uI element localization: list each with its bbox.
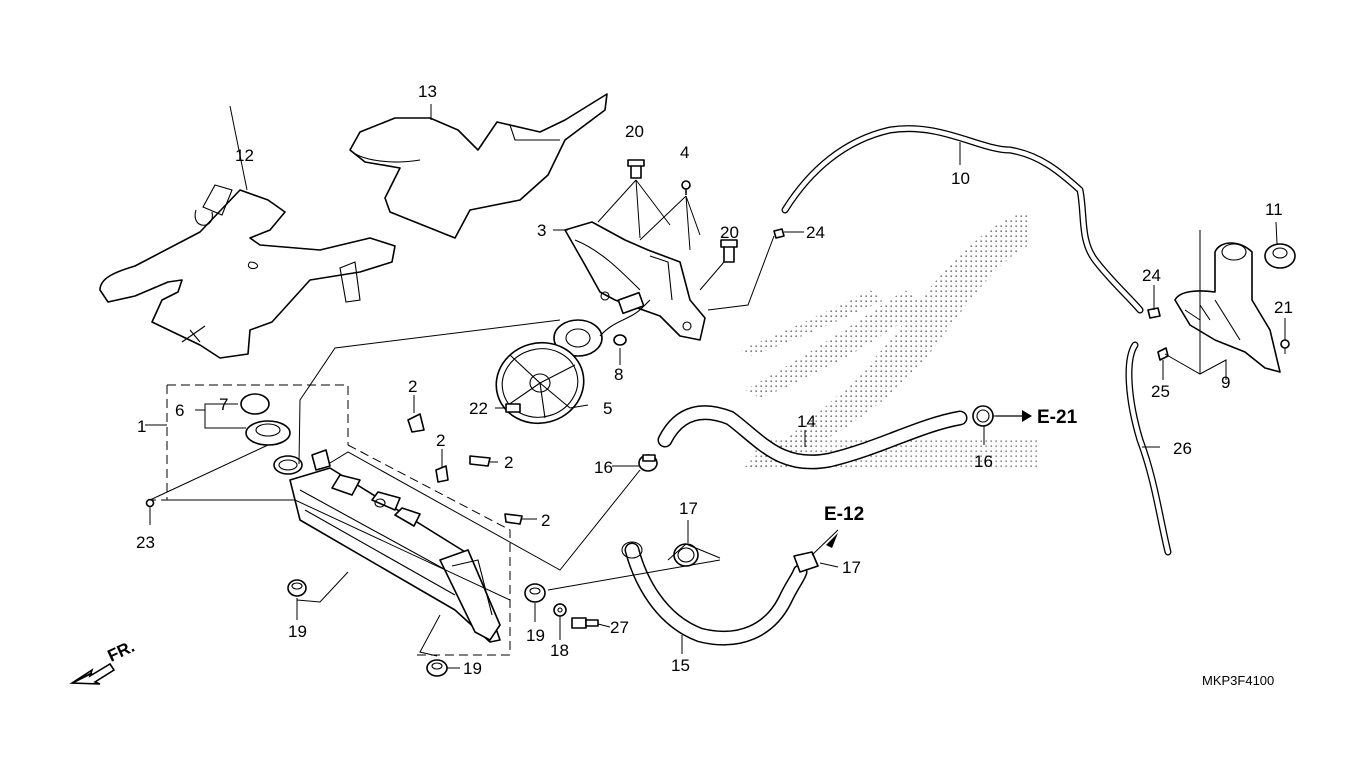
label-part-23: 23: [136, 533, 155, 552]
clip-2-a: [407, 413, 425, 433]
ref-e21-label: E-21: [1037, 407, 1078, 428]
label-part-2: 2: [408, 377, 417, 396]
front-label: FR.: [105, 637, 138, 666]
clip-2-c: [469, 455, 491, 467]
label-part-8: 8: [614, 365, 623, 384]
label-part-2: 2: [436, 431, 445, 450]
screw-4: [681, 180, 691, 195]
label-part-20: 20: [720, 223, 739, 242]
diagram-code: MKP3F4100: [1202, 673, 1274, 688]
label-part-15: 15: [671, 656, 690, 675]
label-part-21: 21: [1274, 298, 1293, 317]
washer-18: [553, 603, 567, 617]
clamp-17-b: [793, 551, 819, 573]
part-5-fan: [495, 341, 585, 425]
clip-2-b: [435, 465, 449, 483]
label-part-14: 14: [797, 412, 816, 431]
part-10-tube: [781, 125, 1144, 314]
front-arrow-icon: [69, 662, 116, 685]
label-part-18: 18: [550, 641, 569, 660]
part-7-cap-seal: [240, 393, 270, 415]
label-part-11: 11: [1265, 200, 1283, 219]
clip-22: [505, 403, 521, 413]
ref-arrow-e12: [826, 533, 838, 548]
part-13-shroud: [349, 93, 608, 239]
label-part-2: 2: [504, 453, 513, 472]
part-26-tube: [1125, 341, 1172, 556]
honda-wing-watermark: [740, 212, 1040, 470]
label-part-16: 16: [594, 458, 613, 477]
label-part-25: 25: [1151, 382, 1170, 401]
label-part-19: 19: [463, 659, 482, 678]
label-part-4: 4: [680, 143, 689, 162]
label-part-9: 9: [1221, 373, 1230, 392]
bolt-27: [571, 617, 599, 629]
part-8-fan-motor: [553, 291, 651, 357]
screw-23: [145, 498, 155, 511]
grommet-19-b: [524, 583, 546, 603]
label-part-16: 16: [974, 452, 993, 471]
part-12-cover: [99, 184, 396, 359]
label-part-17: 17: [679, 499, 698, 518]
part-3-fan-shroud: [564, 221, 706, 341]
label-part-19: 19: [526, 626, 545, 645]
label-part-17: 17: [842, 558, 861, 577]
clamp-16-b: [972, 405, 994, 427]
clip-2-d: [504, 513, 523, 525]
bolt-20-a: [627, 159, 645, 179]
part-11-tank-cap: [1264, 243, 1296, 269]
grommet-19-c: [426, 659, 448, 677]
label-part-24: 24: [1142, 266, 1161, 285]
label-part-12: 12: [235, 146, 254, 165]
label-part-1: 1: [137, 417, 146, 436]
part-6-cap: [245, 420, 291, 446]
label-part-3: 3: [537, 221, 546, 240]
ref-arrow-e21: [996, 410, 1032, 422]
grommet-19-a: [287, 579, 307, 597]
part-1-radiator: [273, 449, 501, 643]
clip-24-a: [773, 228, 785, 239]
screw-21: [1280, 339, 1290, 354]
label-part-26: 26: [1173, 439, 1192, 458]
part-9-reserve-tank: [1174, 242, 1281, 373]
clip-25: [1157, 347, 1169, 361]
part-14-hose: [657, 405, 968, 470]
label-part-2: 2: [541, 511, 550, 530]
label-part-7: 7: [219, 395, 228, 414]
clamp-16-a: [638, 454, 658, 472]
label-part-10: 10: [951, 169, 970, 188]
label-part-24: 24: [806, 223, 825, 242]
label-part-5: 5: [603, 399, 612, 418]
bolt-20-b: [720, 239, 738, 263]
clip-24-b: [1147, 307, 1161, 319]
ref-e12-label: E-12: [824, 504, 864, 525]
label-part-19: 19: [288, 622, 307, 641]
label-part-20: 20: [625, 122, 644, 141]
label-part-13: 13: [418, 82, 437, 101]
label-part-27: 27: [610, 618, 629, 637]
label-part-6: 6: [175, 401, 184, 420]
part-15-hose: [621, 541, 808, 646]
label-part-22: 22: [469, 399, 488, 418]
